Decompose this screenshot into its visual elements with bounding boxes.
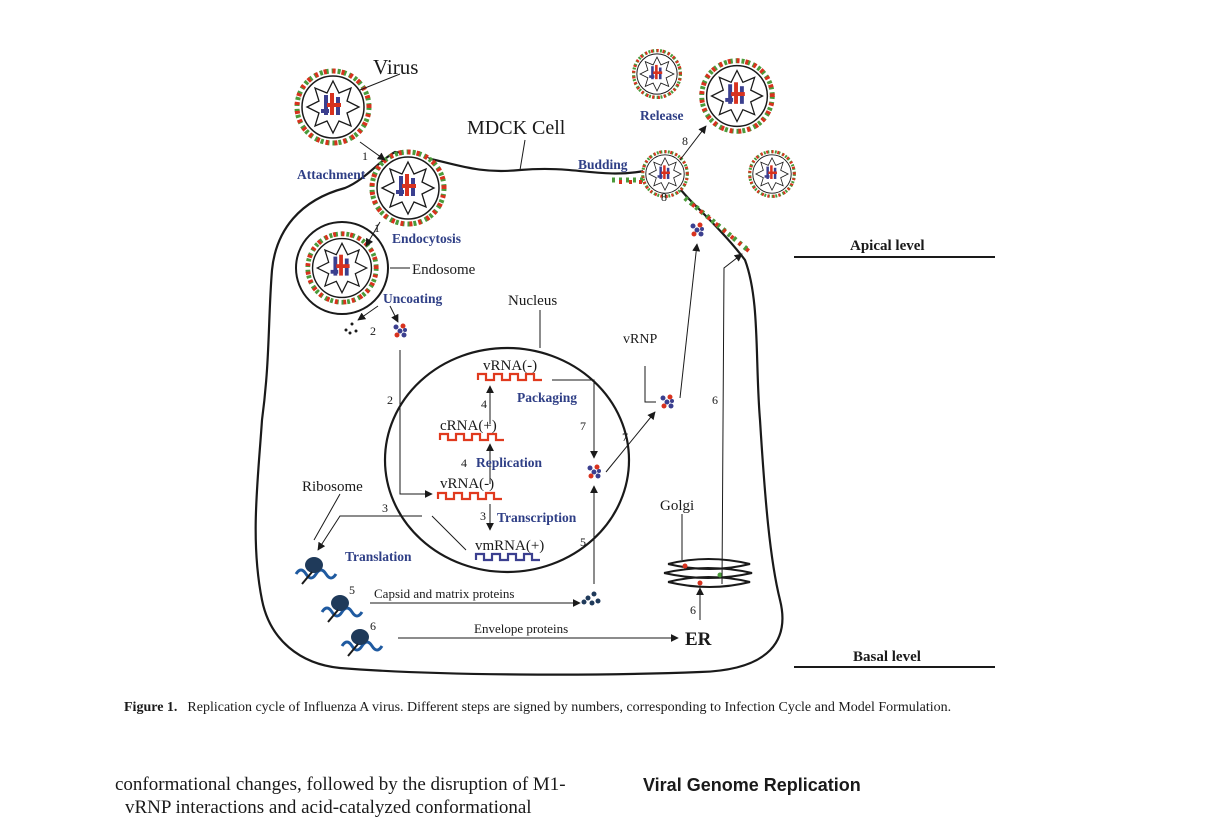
- ribosome-icon: [294, 555, 338, 586]
- vrna-top-strand: [476, 372, 542, 382]
- ribosome-icon: [320, 593, 364, 624]
- section-heading: Viral Genome Replication: [643, 775, 861, 795]
- step-endocytosis: Endocytosis: [392, 231, 461, 246]
- step-number: 1: [362, 149, 368, 163]
- step-attachment: Attachment: [297, 167, 366, 182]
- capsid-label: Capsid and matrix proteins: [374, 586, 514, 601]
- figure-caption-label: Figure 1.: [124, 700, 178, 715]
- released-virus: [748, 150, 796, 198]
- vmrna-label: vmRNA(+): [475, 538, 544, 554]
- crna-label: cRNA(+): [440, 418, 497, 434]
- golgi-label: Golgi: [660, 498, 694, 514]
- vrnp-label: vRNP: [623, 332, 657, 347]
- step-number: 6: [370, 619, 376, 633]
- step-number: 2: [370, 324, 376, 338]
- step-release: Release: [640, 108, 683, 123]
- attached-virus: [372, 152, 444, 224]
- influenza-replication-figure: Virus MDCK Cell Endosome Nucleus Ribosom…: [254, 48, 995, 676]
- released-virus: [631, 48, 683, 100]
- envelope-label: Envelope proteins: [474, 621, 568, 636]
- step-number: 7: [580, 419, 586, 433]
- step-number: 2: [387, 393, 393, 407]
- step-budding: Budding: [578, 157, 628, 172]
- vrnp-icon: [690, 222, 704, 237]
- step-packaging: Packaging: [517, 390, 577, 405]
- uncoated-particles: [344, 322, 358, 335]
- virus-particle: [297, 71, 369, 143]
- figure-caption-text: Replication cycle of Influenza A virus. …: [187, 700, 952, 715]
- golgi-icon: [663, 558, 753, 588]
- body-text-line: conformational changes, followed by the …: [115, 774, 566, 795]
- vrna-top-label: vRNA(-): [483, 358, 537, 374]
- basal-level-label: Basal level: [853, 649, 921, 665]
- step-number: 4: [481, 397, 487, 411]
- figure-caption: Figure 1. Replication cycle of Influenza …: [124, 700, 1184, 716]
- crna-strand: [438, 432, 504, 442]
- vrna-mid-label: vRNA(-): [440, 476, 494, 492]
- endocytosed-virus: [308, 234, 376, 302]
- nucleus-label: Nucleus: [508, 293, 557, 309]
- ribosome-icon: [340, 627, 384, 658]
- step-number: 1: [374, 221, 380, 235]
- released-virus: [702, 61, 773, 132]
- apical-level-label: Apical level: [850, 238, 925, 254]
- virus-label: Virus: [373, 55, 418, 79]
- step-replication: Replication: [476, 455, 542, 470]
- endosome-membrane: [295, 221, 389, 315]
- pathway-arrows: [313, 73, 743, 642]
- step-number: 3: [480, 509, 486, 523]
- membrane-spikes: [612, 177, 750, 252]
- step-number: 8: [682, 134, 688, 148]
- ribosome-label: Ribosome: [302, 479, 363, 495]
- body-text-line: vRNP interactions and acid-catalyzed con…: [125, 797, 532, 818]
- step-transcription: Transcription: [497, 510, 577, 525]
- step-number: 6: [690, 603, 696, 617]
- cell-label: MDCK Cell: [467, 117, 566, 139]
- step-number: 8: [661, 190, 667, 204]
- endosome-label: Endosome: [412, 262, 476, 278]
- step-uncoating: Uncoating: [383, 291, 443, 306]
- step-number: 4: [461, 456, 467, 470]
- step-number: 3: [382, 501, 388, 515]
- step-number: 6: [712, 393, 718, 407]
- vrna-mid-strand: [436, 491, 502, 501]
- vrnp-icon: [393, 323, 407, 338]
- vrnp-icon: [660, 394, 674, 409]
- step-translation: Translation: [345, 549, 412, 564]
- step-number: 5: [349, 583, 355, 597]
- er-label: ER: [685, 629, 712, 650]
- step-number: 5: [580, 535, 586, 549]
- capsid-proteins: [581, 591, 601, 606]
- step-number: 7: [622, 430, 628, 444]
- vmrna-strand: [474, 552, 540, 562]
- vrnp-icon: [587, 464, 601, 479]
- nucleus-membrane: [383, 346, 631, 574]
